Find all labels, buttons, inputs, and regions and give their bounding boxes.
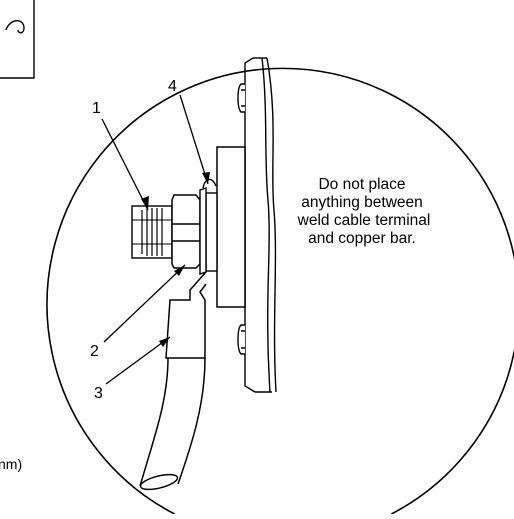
panel-surface bbox=[244, 57, 277, 393]
callout-4: 4 bbox=[168, 78, 177, 95]
leader-1 bbox=[101, 118, 149, 211]
inset-symbol-icon bbox=[5, 20, 25, 34]
hex-nut bbox=[171, 194, 201, 269]
detail-circle bbox=[46, 67, 514, 515]
lower-bolt-icon bbox=[237, 324, 245, 355]
copper-bar bbox=[216, 146, 246, 308]
note-line-4: and copper bar. bbox=[308, 230, 416, 247]
spacer-plate bbox=[205, 192, 218, 272]
inset-box bbox=[0, 0, 35, 79]
leader-3 bbox=[105, 336, 171, 385]
clipped-dimension-text: nm) bbox=[0, 456, 22, 472]
note-line-3: weld cable terminal bbox=[297, 212, 431, 229]
note-line-1: Do not place bbox=[318, 176, 405, 193]
arrowhead-3 bbox=[159, 337, 170, 347]
note-line-2: anything between bbox=[301, 194, 423, 211]
arrowhead-2 bbox=[174, 265, 185, 276]
arrowhead-1 bbox=[141, 196, 149, 210]
callout-2: 2 bbox=[90, 343, 99, 360]
upper-bolt-icon bbox=[237, 83, 245, 113]
panel-bolts bbox=[237, 83, 245, 355]
arrowheads bbox=[141, 172, 210, 347]
weld-cable bbox=[139, 357, 206, 491]
arrowhead-4 bbox=[202, 172, 210, 184]
leader-4 bbox=[179, 94, 209, 185]
cable-terminal-lug bbox=[165, 271, 207, 359]
callout-1: 1 bbox=[92, 100, 101, 117]
leader-2 bbox=[103, 264, 186, 343]
leader-lines bbox=[101, 94, 209, 385]
terminal-stud bbox=[131, 205, 173, 259]
callout-3: 3 bbox=[94, 385, 103, 402]
warning-note: Do not place anything between weld cable… bbox=[297, 176, 431, 247]
